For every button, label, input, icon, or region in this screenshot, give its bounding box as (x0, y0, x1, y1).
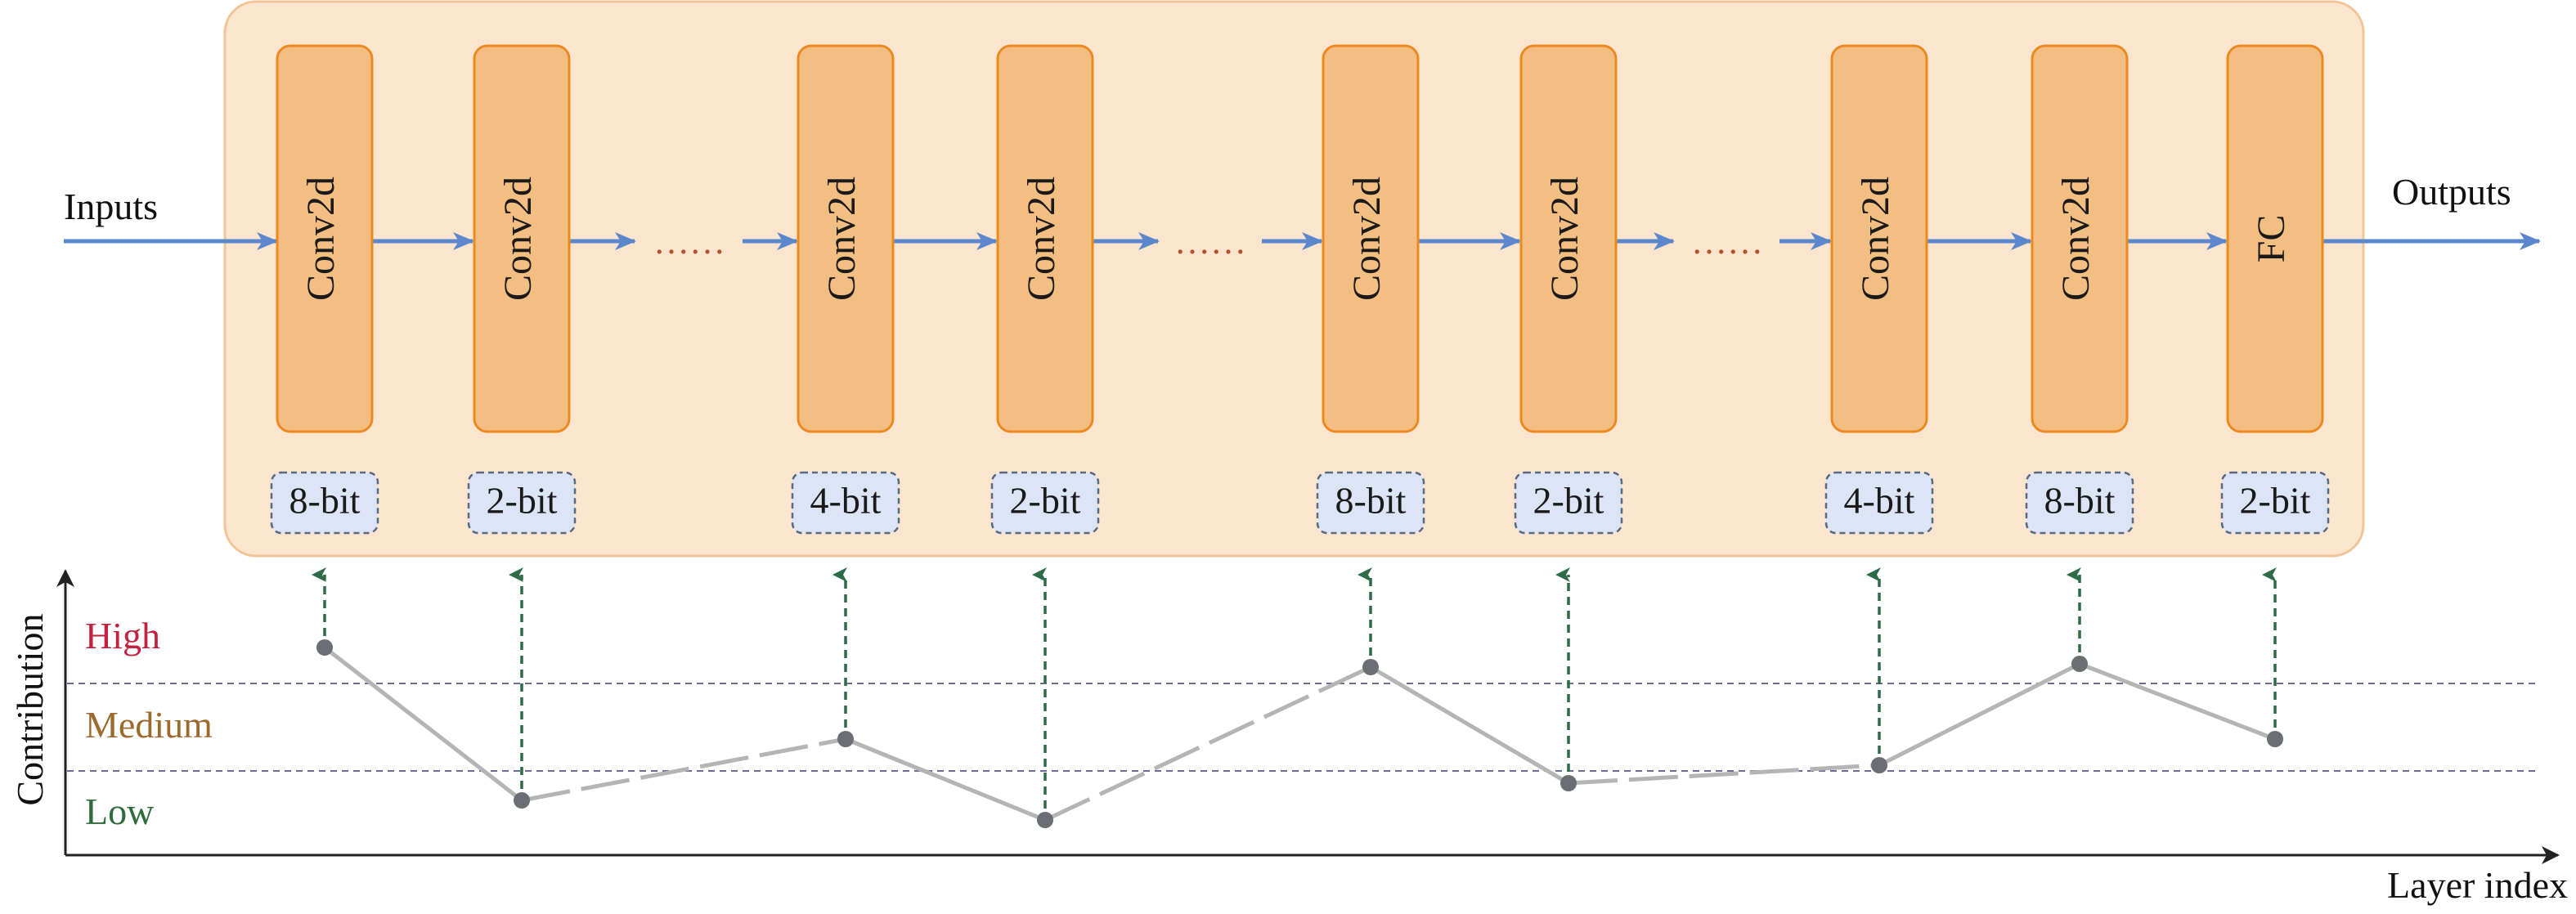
bit-badge-box (2025, 471, 2134, 535)
layer-box (1322, 44, 1420, 433)
bit-badge-box (270, 471, 379, 535)
layer-name: Conv2d (1543, 177, 1586, 301)
bit-width-label: 2-bit (1533, 480, 1604, 522)
contribution-connectors (312, 567, 2277, 809)
level-high-label: High (85, 615, 160, 656)
layer-name: Conv2d (299, 177, 343, 301)
layers: Conv2d Conv2d Conv2d Conv2d Conv2d Conv2d Conv… (276, 44, 2324, 433)
layer-name: Conv2d (2054, 177, 2098, 301)
bit-badge-box (791, 471, 900, 535)
ellipsis-3: …… (1691, 222, 1763, 262)
bit-width-label: 2-bit (1010, 480, 1081, 522)
contribution-point (514, 792, 530, 809)
layer-box (2226, 44, 2324, 433)
contribution-point (2071, 656, 2088, 672)
x-axis-label: Layer index (2387, 864, 2568, 906)
layer-block: Conv2d (996, 44, 1094, 433)
contribution-point (1362, 659, 1379, 675)
bit-badge-box (990, 471, 1100, 535)
y-axis-label: Contribution (9, 613, 51, 805)
layer-box (1519, 44, 1618, 433)
bit-badge: 2-bit (990, 471, 1100, 535)
layer-name: Conv2d (496, 177, 540, 301)
bit-badge: 8-bit (270, 471, 379, 535)
bit-width-label: 8-bit (1335, 480, 1407, 522)
trend-segment (521, 737, 846, 803)
trend-segment (1568, 763, 1880, 786)
trend-segment (1369, 665, 1570, 786)
contribution-point (837, 731, 854, 747)
bit-width-label: 8-bit (2044, 480, 2116, 522)
layer-block: Conv2d (1322, 44, 1420, 433)
bit-width-label: 4-bit (810, 480, 882, 522)
bit-badge: 4-bit (791, 471, 900, 535)
bit-badge-box (467, 471, 577, 535)
layer-name: FC (2250, 215, 2293, 263)
bit-badge: 2-bit (467, 471, 577, 535)
outputs-label: Outputs (2392, 171, 2511, 213)
bit-badge-box (2220, 471, 2330, 535)
network-panel (223, 0, 2365, 558)
layer-block: Conv2d (797, 44, 895, 433)
layer-block: Conv2d (473, 44, 571, 433)
layer-box (473, 44, 571, 433)
ellipsis-2: …… (1174, 222, 1246, 262)
contribution-point (1871, 757, 1887, 773)
layer-name: Conv2d (1345, 177, 1389, 301)
bit-width-label: 4-bit (1844, 480, 1915, 522)
bit-badge-box (1824, 471, 1934, 535)
inputs-label: Inputs (64, 186, 158, 227)
contribution-point (316, 639, 333, 656)
layer-name: Conv2d (820, 177, 864, 301)
contribution-trend (316, 639, 2283, 828)
bit-badge: 2-bit (2220, 471, 2330, 535)
layer-box (2031, 44, 2129, 433)
trend-segment (845, 737, 1046, 822)
layer-box (797, 44, 895, 433)
bit-width-label: 2-bit (2240, 480, 2311, 522)
layer-block: Conv2d (2031, 44, 2129, 433)
ellipsis-1: …… (653, 222, 725, 262)
layer-block: FC (2226, 44, 2324, 433)
layer-block: Conv2d (1519, 44, 1618, 433)
bit-badges: 8-bit 2-bit 4-bit 2-bit 8-bit 2-bit 4-bit 8-bit… (270, 471, 2330, 535)
bit-badge: 2-bit (1514, 471, 1623, 535)
trend-segment (2079, 661, 2276, 742)
layer-box (996, 44, 1094, 433)
trend-segment (1043, 665, 1372, 822)
trend-segment (323, 646, 523, 802)
bit-width-label: 8-bit (289, 480, 361, 522)
contribution-point (2267, 731, 2283, 747)
layer-block: Conv2d (276, 44, 374, 433)
layer-name: Conv2d (1854, 177, 1897, 301)
bit-badge: 8-bit (1316, 471, 1425, 535)
bit-width-label: 2-bit (487, 480, 558, 522)
bit-badge: 4-bit (1824, 471, 1934, 535)
layer-block: Conv2d (1830, 44, 1928, 433)
layer-box (276, 44, 374, 433)
contribution-point (1037, 812, 1053, 828)
layer-name: Conv2d (1020, 177, 1063, 301)
level-medium-label: Medium (85, 704, 213, 746)
bit-badge-box (1514, 471, 1623, 535)
layer-box (1830, 44, 1928, 433)
level-low-label: Low (85, 791, 155, 832)
bit-badge-box (1316, 471, 1425, 535)
contribution-point (1560, 775, 1577, 791)
trend-segment (1878, 661, 2081, 768)
bit-badge: 8-bit (2025, 471, 2134, 535)
